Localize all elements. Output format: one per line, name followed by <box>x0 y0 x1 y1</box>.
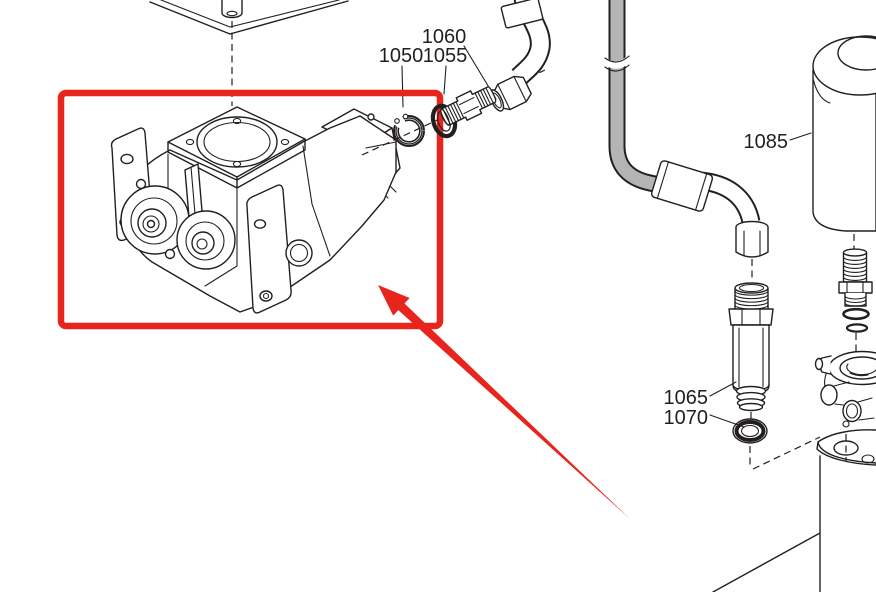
part-label-1065: 1065 <box>664 387 709 409</box>
top-plate-drawing <box>149 0 349 106</box>
pump-assembly-drawing <box>110 106 401 314</box>
tank-drawing <box>712 429 876 592</box>
highlight-box <box>57 89 444 330</box>
seal-ring-drawing <box>732 418 821 470</box>
upper-hose-drawing <box>489 0 551 112</box>
standpipe-drawing <box>728 282 774 419</box>
part-label-1055: 1055 <box>423 45 468 67</box>
part-label-1060: 1060 <box>422 26 467 48</box>
pointer-arrow <box>378 285 630 519</box>
filter-head-drawing <box>814 234 876 428</box>
part-label-1085: 1085 <box>744 131 789 153</box>
adapter-fitting-drawing <box>440 86 497 126</box>
snap-ring-drawing <box>393 113 425 147</box>
return-tube-drawing <box>602 0 769 282</box>
part-label-1070: 1070 <box>664 407 709 429</box>
filter-drawing <box>812 35 876 232</box>
part-label-1050: 1050 <box>379 45 424 67</box>
